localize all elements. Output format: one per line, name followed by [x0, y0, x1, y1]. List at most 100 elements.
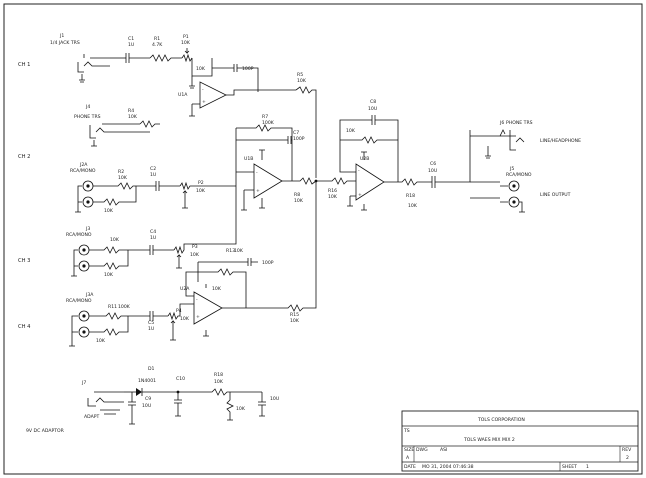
doc-label: DWG [416, 447, 428, 453]
title-label: TS [403, 428, 410, 434]
d1-ref: D1 [148, 366, 155, 372]
r5-value: 10K [297, 78, 307, 84]
p3-ref: P3 [192, 244, 198, 250]
channel-2-input: CH 2 J4 PHONE TRS R4 10K J2A RCA/MONO R2… [18, 104, 318, 214]
j3-ref: J3 [85, 226, 90, 232]
r13-value: 10K [234, 248, 244, 254]
r13-ref: R13 [226, 248, 235, 254]
r5-ref: R5 [297, 72, 303, 78]
j1-ref: J1 [59, 33, 64, 39]
p1-value: 10K [181, 40, 191, 46]
svg-text:-: - [358, 169, 360, 174]
ch1-label: CH 1 [18, 62, 30, 68]
power-section: J7 9V DC ADAPTOR ADAPT D1 1N4001 C9 10U … [26, 366, 279, 434]
r18-ref: R18 [406, 193, 415, 199]
r15-ref: R15 [290, 312, 299, 318]
r12-label: 10K [96, 338, 106, 344]
channel-1-input: CH 1 J1 1/4 JACK TRS C1 1U R1 4.7K P1 10… [18, 33, 317, 178]
u1b-ref: U1B [244, 156, 253, 162]
j3-type: RCA/MONO [66, 232, 92, 238]
j7-type: ADAPT [84, 414, 100, 420]
output-stage: R16 10K - + U2B C8 10U 10K R18 10K C6 10… [316, 99, 581, 213]
j3a-type: RCA/MONO [66, 298, 92, 304]
title-company: TOLS CORPORATION [477, 417, 525, 423]
c6-value: 10U [428, 168, 437, 174]
j6-type: PHONE TRS [506, 120, 533, 126]
r11-ref: R11 [108, 304, 117, 310]
svg-text:-: - [202, 88, 204, 93]
r18-power-ref: R18 [214, 372, 223, 378]
p4-ref: P4 [176, 308, 182, 314]
title-block: TOLS CORPORATION TS TOLS WAES MIX MIX 2 … [401, 410, 639, 472]
j2a-type: RCA/MONO [70, 168, 96, 174]
c7-value: 100P [293, 136, 305, 142]
j2a-ref: J2A [79, 162, 88, 168]
title-value: TOLS WAES MIX MIX 2 [463, 437, 515, 443]
channel-4-input: CH 4 J3A RCA/MONO R11 100K 10K C5 1U P4 … [18, 181, 317, 347]
p1-ref: P1 [183, 34, 189, 40]
u1a-ref: U1A [178, 92, 188, 98]
rev-value: 2 [626, 455, 629, 461]
r14-label: 10K [212, 286, 222, 292]
u2a-ref: U2A [180, 286, 190, 292]
date-value: MO 31, 2004 07:46:38 [422, 464, 474, 470]
c1-ref: C1 [128, 36, 134, 42]
doc-value: ASI [440, 447, 447, 453]
sheet-border [3, 3, 643, 475]
ch4-label: CH 4 [18, 324, 31, 330]
r3-label: 10K [104, 208, 114, 214]
j4-type: PHONE TRS [74, 114, 101, 120]
r18-power-value: 10K [214, 379, 224, 385]
size-value: A [406, 455, 410, 461]
j7-ref: J7 [81, 380, 86, 386]
r4-ref: R4 [128, 108, 134, 114]
j4-ref: J4 [85, 104, 90, 110]
power-label: 9V DC ADAPTOR [26, 428, 65, 434]
c5-ref: C5 [148, 320, 154, 326]
r8-ref: R8 [294, 192, 300, 198]
j6-ref: J6 [499, 120, 504, 126]
c7-ref: C7 [293, 130, 299, 136]
svg-text:-: - [256, 171, 258, 176]
rev-label: REV [622, 447, 632, 453]
sheet-label: SHEET [562, 464, 577, 470]
u2b-ref: U2B [360, 156, 369, 162]
p2-value: 10K [196, 188, 206, 194]
p2-ref: P2 [198, 180, 204, 186]
r16-value: 10K [328, 194, 338, 200]
svg-text:+: + [196, 314, 200, 320]
c9-value: 10U [142, 403, 151, 409]
j5-type: RCA/MONO [506, 172, 532, 178]
r1-value: 4.7K [152, 42, 163, 48]
p4-value: 10K [180, 316, 190, 322]
j5-ref: J5 [509, 166, 514, 172]
r13-power-label: 10K [236, 406, 246, 412]
r4-value: 10K [128, 114, 138, 120]
r15-value: 10K [290, 318, 300, 324]
r18-value: 10K [408, 203, 418, 209]
r7-value: 100K [262, 120, 275, 126]
c4-ref: C4 [150, 229, 156, 235]
r16-ref: R16 [328, 188, 337, 194]
svg-text:-: - [196, 298, 198, 303]
c1-value: 1U [128, 42, 134, 48]
c2-value: 1U [150, 172, 156, 178]
r8-value: 10K [294, 198, 304, 204]
c5-value: 1U [148, 326, 154, 332]
r17-label: 10K [346, 128, 356, 134]
r9-label: 10K [110, 237, 120, 243]
r7-ref: R7 [262, 114, 268, 120]
c8-value: 10U [368, 106, 377, 112]
d1-type: 1N4001 [138, 378, 156, 384]
c8-ref: C8 [370, 99, 376, 105]
p3-value: 10K [190, 252, 200, 258]
r10-label: 10K [104, 272, 114, 278]
sheet-value: 1 [586, 464, 589, 470]
r4-label: 10K [196, 66, 206, 72]
c11-label: 100P [262, 260, 274, 266]
svg-text:+: + [358, 192, 362, 198]
out-label: LINE/HEADPHONE [540, 138, 581, 144]
r11-value: 100K [118, 304, 131, 310]
r2-ref: R2 [118, 169, 124, 175]
c6-ref: C6 [430, 161, 436, 167]
